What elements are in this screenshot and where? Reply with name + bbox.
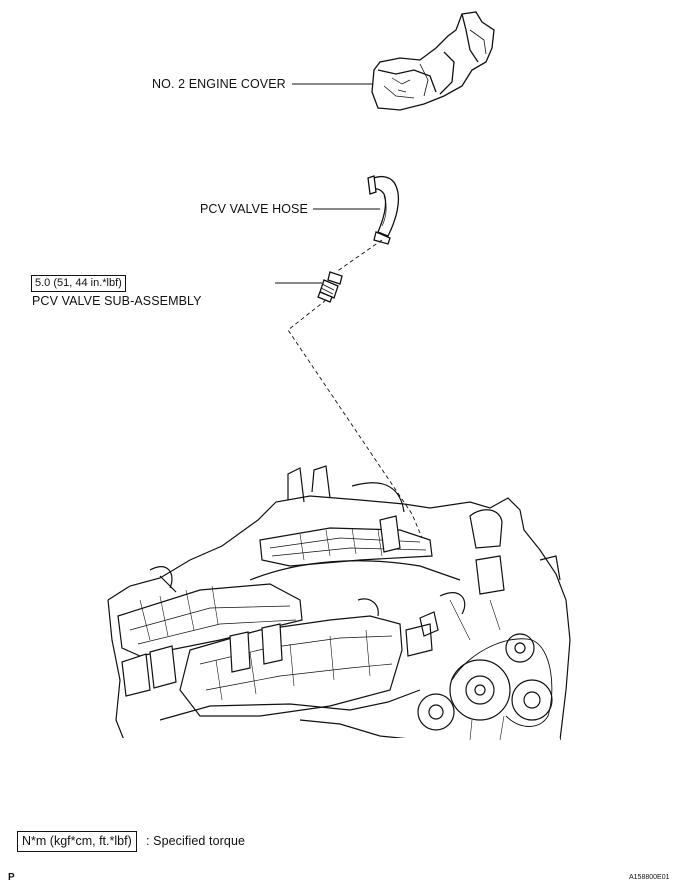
engine-drawing bbox=[107, 465, 571, 742]
legend-unit-box: N*m (kgf*cm, ft.*lbf) bbox=[17, 831, 137, 852]
pcv-valve-label: PCV VALVE SUB-ASSEMBLY bbox=[32, 294, 202, 308]
engine-detail-lines bbox=[139, 527, 505, 741]
pcv-valve-drawing bbox=[317, 271, 343, 303]
pcv-hose-drawing bbox=[367, 175, 400, 245]
page-mark: P bbox=[8, 872, 15, 883]
figure-id: A158800E01 bbox=[629, 874, 670, 881]
pcv-hose-label: PCV VALVE HOSE bbox=[200, 202, 308, 216]
assembly-line-lower bbox=[287, 299, 429, 553]
engine-cover-drawing bbox=[371, 11, 495, 111]
torque-spec-box: 5.0 (51, 44 in.*lbf) bbox=[31, 275, 126, 292]
engine-cover-label: NO. 2 ENGINE COVER bbox=[152, 77, 286, 91]
assembly-line-upper bbox=[335, 239, 383, 273]
legend-description: : Specified torque bbox=[146, 834, 246, 848]
